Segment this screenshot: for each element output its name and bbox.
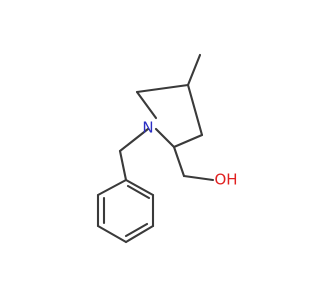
bond-ar6-ar1 xyxy=(96,178,128,197)
aromatic-inner-bond-2 xyxy=(124,222,149,238)
bond-ar3-ar4 xyxy=(124,224,155,244)
bond-c2-ch2 xyxy=(172,145,186,178)
bond-c4-methyl xyxy=(186,53,202,87)
molecule-diagram: N OH xyxy=(96,53,238,244)
aromatic-inner-bond-1 xyxy=(126,184,151,200)
bond-n1-c5 xyxy=(135,90,158,120)
bond-ar4-ar5 xyxy=(96,224,128,244)
bond-ch2-oh xyxy=(182,174,215,182)
nitrogen-atom-label: N xyxy=(142,119,153,137)
bond-c4-c3 xyxy=(186,83,204,137)
bond-c5-c4 xyxy=(135,83,190,94)
bond-n1-benzyl-ch2 xyxy=(118,127,150,153)
bond-ar1-ar2 xyxy=(124,178,155,197)
structure-canvas: N OH xyxy=(96,53,238,244)
hydroxyl-label: OH xyxy=(214,171,237,189)
bond-c2-n1 xyxy=(154,127,176,149)
bond-c3-c2 xyxy=(172,133,204,149)
bond-benzyl-ch2-ring xyxy=(118,149,128,182)
